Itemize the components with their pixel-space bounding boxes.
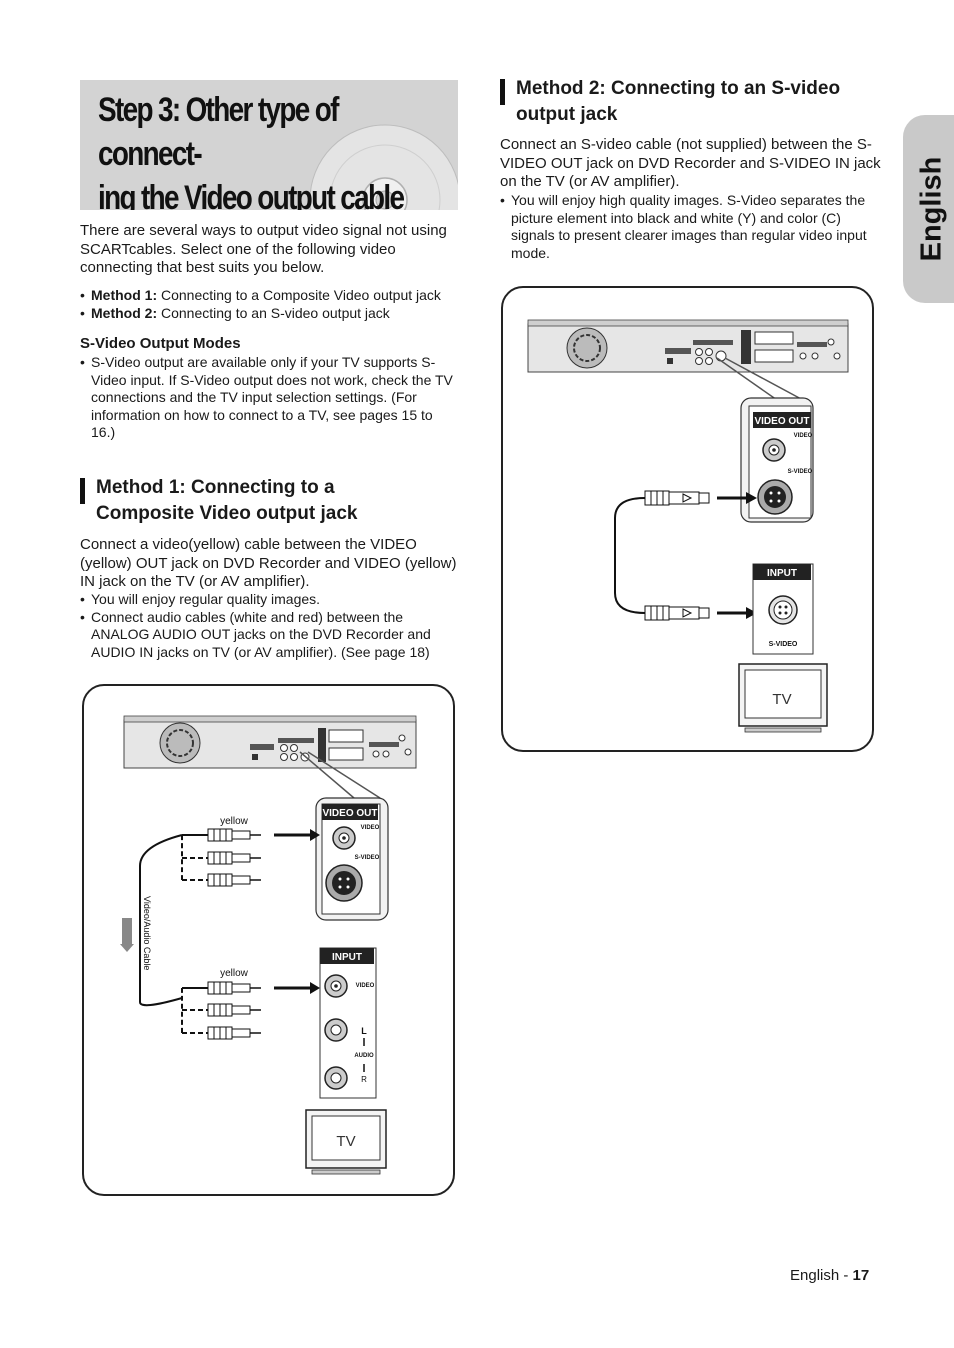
svideo-modes-list: S-Video output are available only if you… — [80, 354, 458, 442]
method1-bullet: You will enjoy regular quality images. — [80, 591, 458, 609]
method-list-item: Method 1: Connecting to a Composite Vide… — [80, 287, 465, 305]
method-list: Method 1: Connecting to a Composite Vide… — [80, 287, 465, 322]
method1-heading-bar — [80, 478, 85, 504]
method2-text: Connect an S-video cable (not supplied) … — [500, 136, 881, 190]
tv-input-panel: INPUT VIDEO L AUDIO R — [319, 947, 377, 1099]
video-out-label: VIDEO OUT — [322, 808, 377, 819]
method1-bullets: You will enjoy regular quality images. C… — [80, 591, 458, 661]
svideo-label: S-VIDEO — [355, 855, 380, 861]
page-title-line-2: ing the Video output cable — [98, 179, 405, 210]
input-video-label: VIDEO — [356, 983, 375, 989]
video-out-panel: VIDEO OUT VIDEO S-VIDEO — [740, 397, 814, 523]
footer-label: English - — [790, 1267, 853, 1284]
method2-heading: Method 2: Connecting to an S-video outpu… — [516, 78, 841, 125]
video-out-label: VIDEO OUT — [754, 416, 809, 427]
input-label: INPUT — [767, 568, 797, 579]
page-number: 17 — [852, 1267, 870, 1284]
yellow-label-bottom: yellow — [220, 968, 249, 979]
video-label: VIDEO — [794, 433, 813, 439]
tv-label: TV — [336, 1133, 355, 1150]
video-out-panel: VIDEO OUT VIDEO S-VIDEO — [315, 797, 389, 921]
audio-label: AUDIO — [354, 1053, 374, 1059]
rca-plugs-top — [182, 828, 261, 887]
arrow-icon — [310, 982, 320, 994]
method1-heading: Method 1: Connecting to a Composite Vide… — [96, 477, 358, 524]
rca-plugs-bottom — [182, 981, 261, 1040]
page-title: Step 3: Other type of connect- ing the V… — [98, 88, 442, 210]
disc-graphic — [309, 124, 458, 210]
intro-text: There are several ways to output video s… — [80, 222, 447, 276]
method-list-item: Method 2: Connecting to an S-video outpu… — [80, 305, 465, 323]
svideo-label: S-VIDEO — [788, 469, 813, 475]
audio-l-label: L — [361, 1026, 367, 1036]
tv-icon: TV — [305, 1109, 387, 1175]
tv-icon: TV — [738, 663, 828, 733]
method2-heading-bar — [500, 79, 505, 105]
dvd-recorder-rear-panel — [123, 715, 417, 769]
arrow-icon — [310, 829, 320, 841]
svideo-modes-heading: S-Video Output Modes — [80, 335, 241, 352]
input-label: INPUT — [332, 952, 362, 963]
page-footer: English - 17 — [790, 1267, 869, 1284]
arrow-icon — [746, 492, 757, 504]
dvd-recorder-rear-panel — [527, 319, 849, 373]
language-side-tab: English — [903, 115, 954, 303]
method2-bullet: You will enjoy high quality images. S-Vi… — [500, 192, 885, 262]
side-tab-label: English — [915, 156, 948, 262]
method1-text: Connect a video(yellow) cable between th… — [80, 536, 457, 590]
arrow-icon — [746, 607, 757, 619]
input-svideo-label: S-VIDEO — [769, 641, 798, 648]
cable-label: Video/Audio Cable — [142, 896, 152, 970]
method1-diagram: VIDEO OUT VIDEO S-VIDEO yellow — [82, 684, 455, 1196]
yellow-label-top: yellow — [220, 816, 249, 827]
svideo-modes-item: S-Video output are available only if you… — [80, 354, 458, 442]
down-arrow-icon — [122, 918, 132, 944]
title-banner: Step 3: Other type of connect- ing the V… — [80, 80, 458, 210]
method2-bullets: You will enjoy high quality images. S-Vi… — [500, 192, 885, 262]
svideo-cable — [614, 490, 710, 621]
method1-bullet: Connect audio cables (white and red) bet… — [80, 609, 458, 662]
video-label: VIDEO — [361, 825, 380, 831]
tv-label: TV — [772, 691, 791, 708]
tv-input-panel: INPUT S-VIDEO — [752, 563, 814, 655]
page-title-line-1: Step 3: Other type of connect- — [98, 91, 339, 173]
audio-r-label: R — [361, 1075, 367, 1084]
method2-diagram: VIDEO OUT VIDEO S-VIDEO — [501, 286, 874, 752]
